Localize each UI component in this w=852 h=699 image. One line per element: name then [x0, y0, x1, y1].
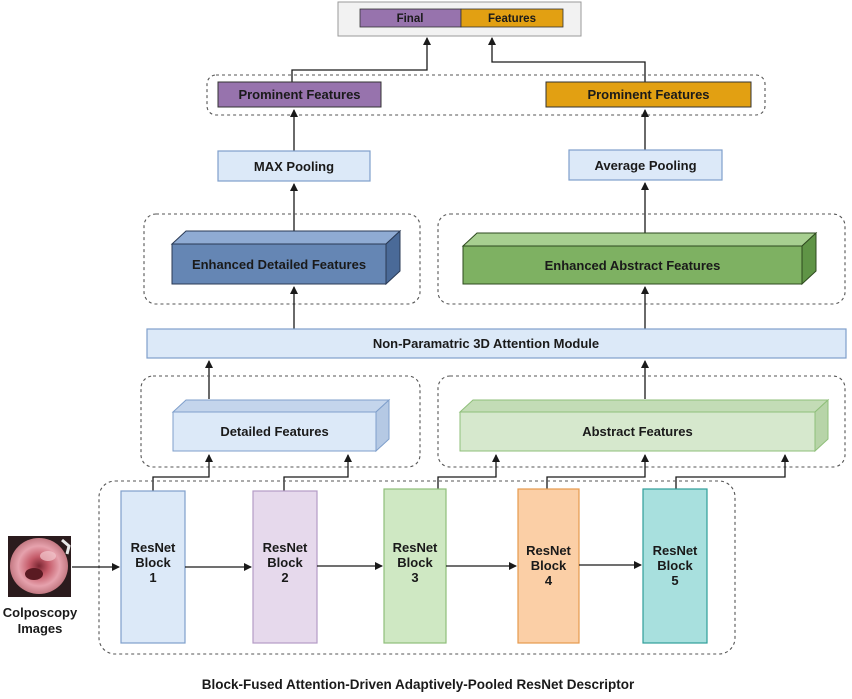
arrow-left-prominent-to-final — [291, 37, 431, 82]
resnet-block-3-number: 3 — [411, 570, 418, 585]
enhanced-abstract-group — [437, 213, 846, 305]
resnet-block-3: ResNet Block 3 — [383, 488, 447, 644]
enhanced-abstract-features-block: Enhanced Abstract Features — [461, 231, 818, 286]
arrow-block1-to-detailed — [152, 454, 213, 491]
abstract-features-block: Abstract Features — [458, 398, 830, 453]
resnet-block-4-line1: ResNet — [526, 543, 571, 558]
colposcopy-image-thumbnail — [8, 536, 71, 597]
enhanced-abstract-features-label: Enhanced Abstract Features — [545, 258, 721, 273]
resnet-block-5-line1: ResNet — [653, 543, 698, 558]
max-pooling-label: MAX Pooling — [254, 159, 334, 174]
detailed-features-block: Detailed Features — [171, 398, 391, 453]
colposcopy-label-line1: Colposcopy — [3, 605, 78, 620]
arrow-block5-to-abstract — [675, 454, 789, 491]
enhanced-detailed-features-block: Enhanced Detailed Features — [170, 229, 402, 286]
resnet-block-3-line1: ResNet — [393, 540, 438, 555]
attention-module-box — [146, 328, 847, 359]
final-features-group: Final Features — [337, 1, 582, 37]
diagram-caption: Block-Fused Attention-Driven Adaptively-… — [202, 677, 635, 692]
resnet-block-5: ResNet Block 5 — [642, 488, 708, 644]
max-pooling-box — [217, 150, 371, 182]
resnet-block-1-number: 1 — [149, 570, 156, 585]
abstract-features-group — [437, 375, 846, 468]
resnet-block-2-number: 2 — [281, 570, 288, 585]
features-label: Features — [488, 13, 536, 25]
resnet-block-4-number: 4 — [545, 573, 553, 588]
detailed-features-group — [140, 375, 421, 468]
prominent-features-right-box — [545, 81, 752, 108]
enhanced-detailed-features-label: Enhanced Detailed Features — [192, 257, 366, 272]
resnet-block-5-number: 5 — [671, 573, 678, 588]
resnet-block-1: ResNet Block 1 — [120, 490, 186, 644]
resnet-block-1-line2: Block — [135, 555, 171, 570]
average-pooling-box — [568, 149, 723, 181]
final-label: Final — [397, 13, 424, 25]
resnet-block-1-line1: ResNet — [131, 540, 176, 555]
final-right-segment — [460, 8, 564, 28]
detailed-features-label: Detailed Features — [220, 424, 328, 439]
resnet-block-2: ResNet Block 2 — [252, 490, 318, 644]
enhanced-detailed-group — [143, 213, 421, 305]
colposcopy-label-line2: Images — [18, 621, 63, 636]
arrow-block3-to-abstract — [437, 454, 500, 491]
prominent-features-left-box — [217, 81, 382, 108]
resnet-block-5-line2: Block — [657, 558, 693, 573]
arrow-right-prominent-to-final — [488, 37, 646, 82]
resnet-block-4-line2: Block — [531, 558, 567, 573]
resnet-block-2-line1: ResNet — [263, 540, 308, 555]
abstract-features-label: Abstract Features — [582, 424, 693, 439]
attention-module-label: Non-Paramatric 3D Attention Module — [373, 336, 599, 351]
resnet-block-2-line2: Block — [267, 555, 303, 570]
resnet-block-3-line2: Block — [397, 555, 433, 570]
prominent-features-right-label: Prominent Features — [587, 87, 709, 102]
resnet-block-4: ResNet Block 4 — [517, 488, 580, 644]
average-pooling-label: Average Pooling — [594, 158, 696, 173]
arrow-block2-to-detailed — [283, 454, 352, 491]
prominent-features-group — [206, 74, 766, 116]
arrow-block4-to-abstract — [546, 454, 649, 491]
prominent-features-left-label: Prominent Features — [238, 87, 360, 102]
